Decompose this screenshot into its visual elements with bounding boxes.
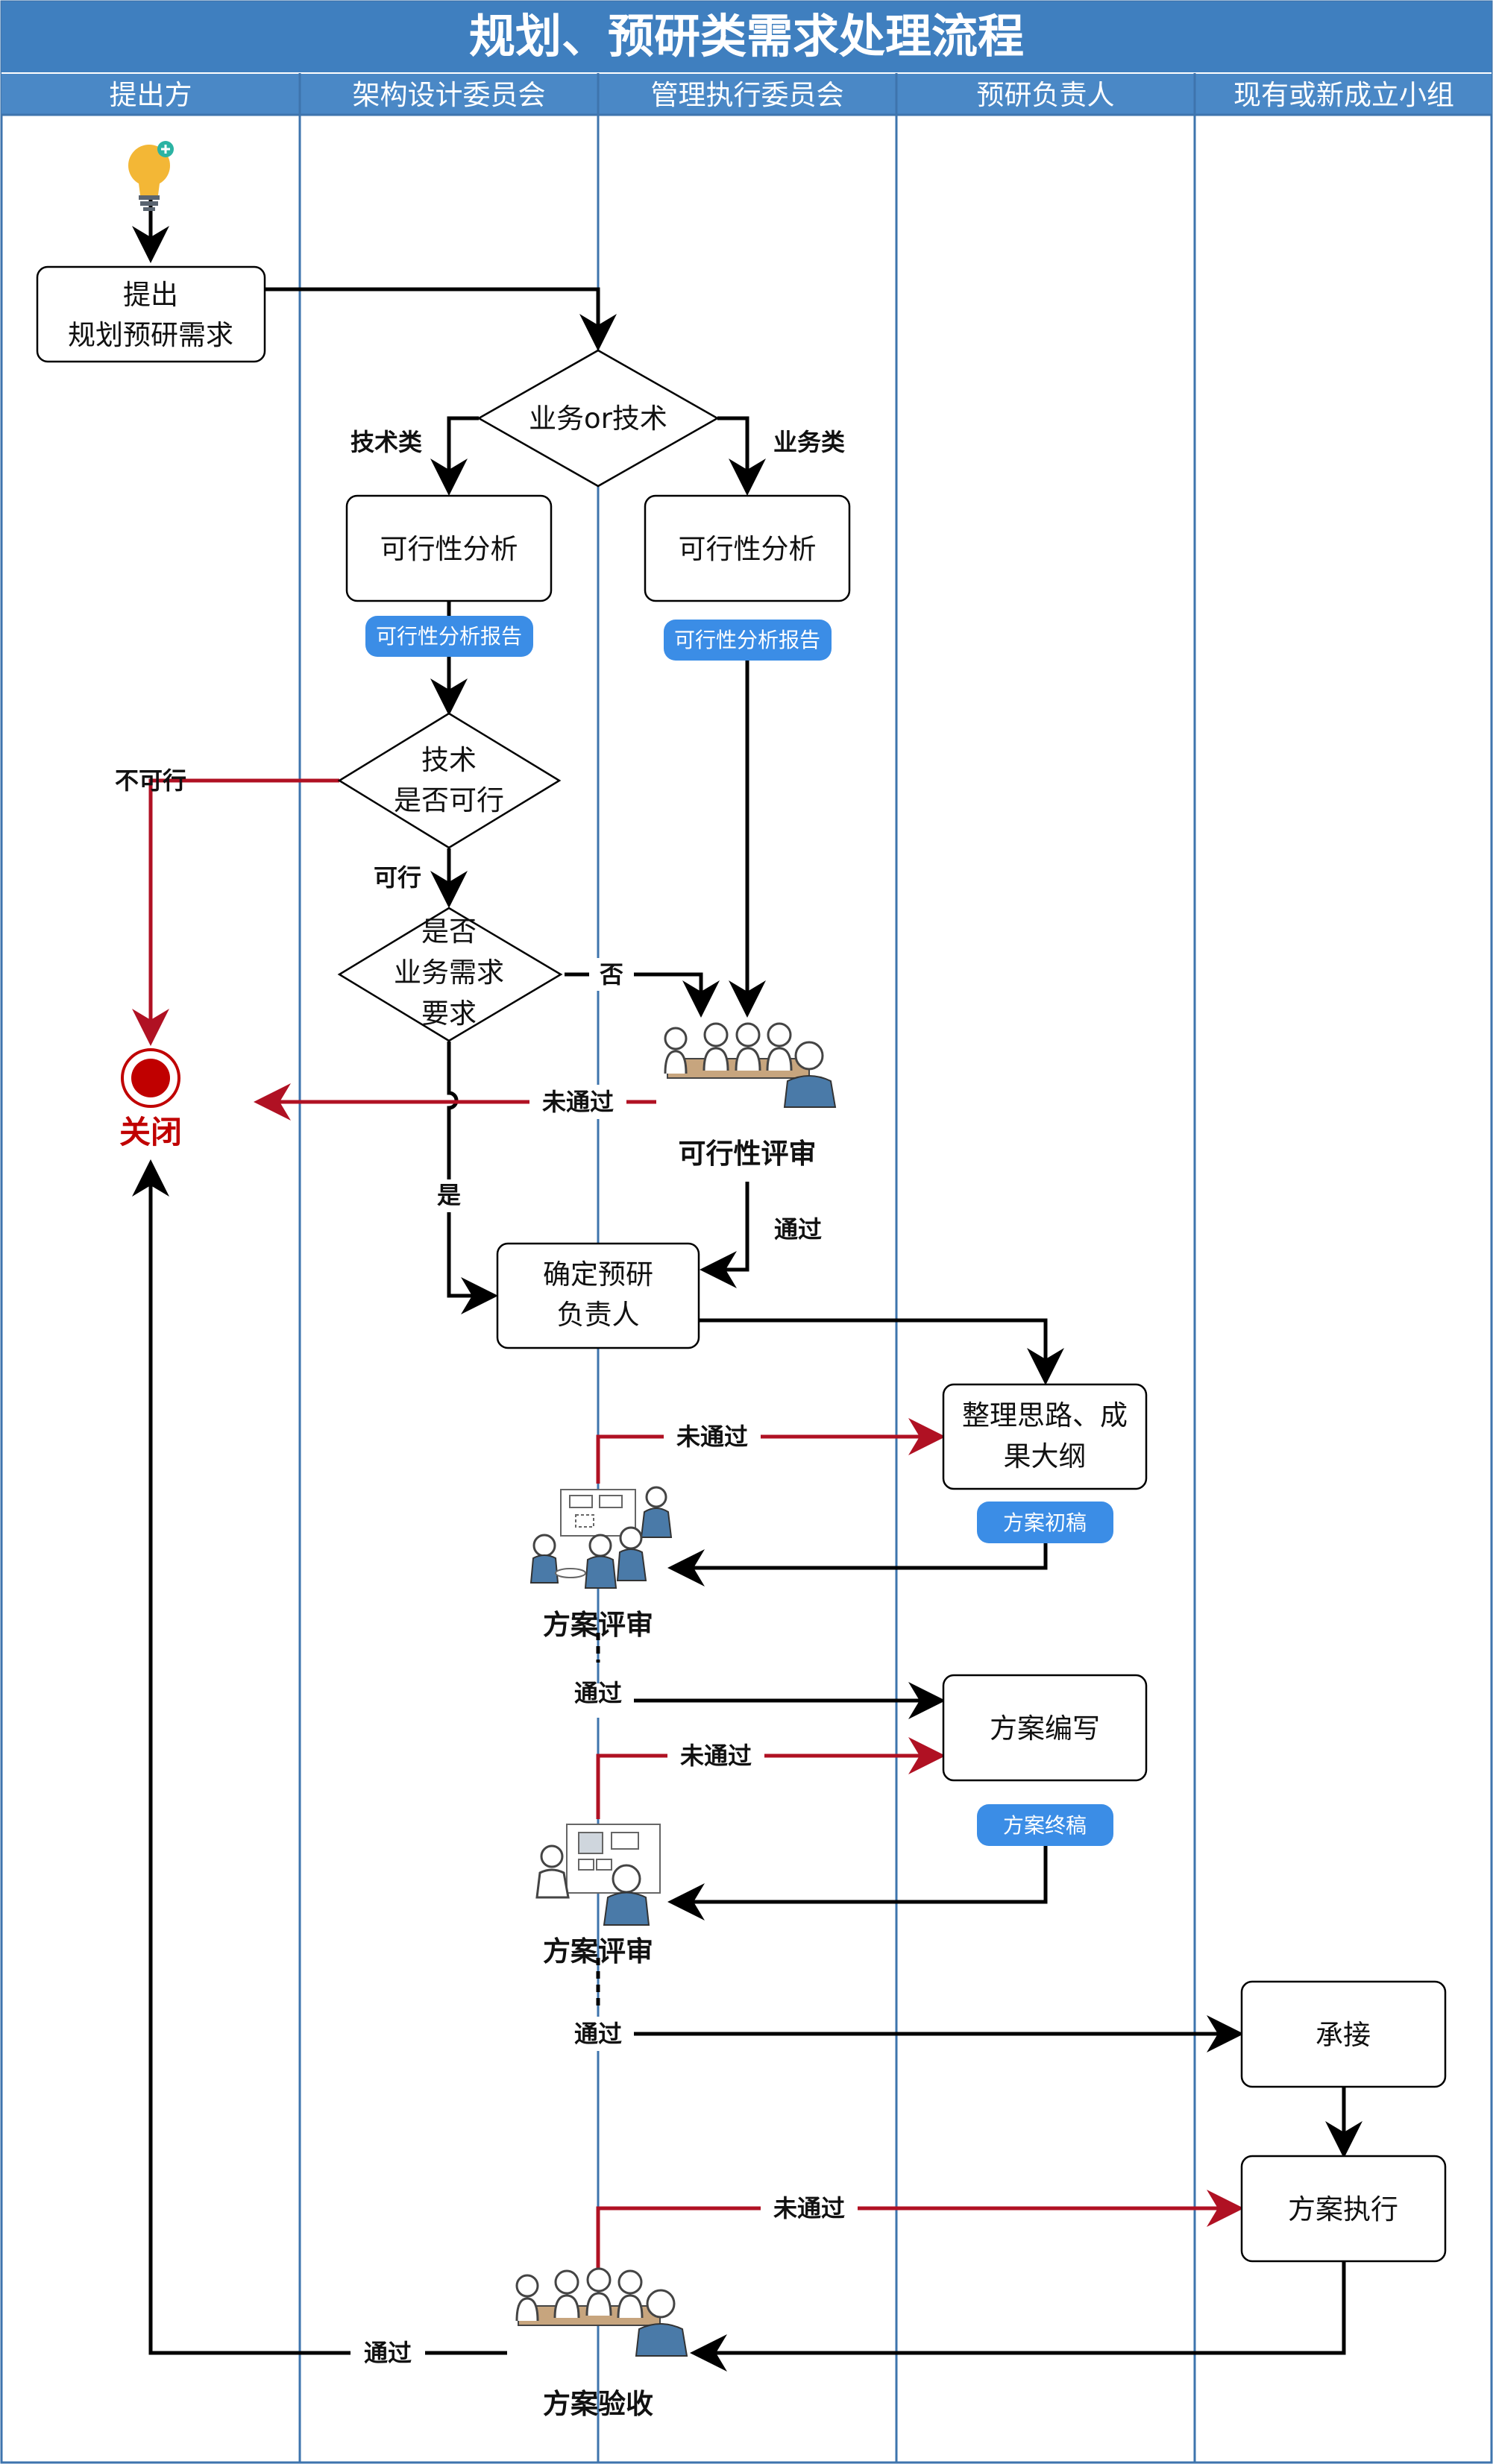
lane-header-research-lead: 预研负责人 — [977, 79, 1115, 111]
edge-draft-to-review1 — [667, 1543, 1048, 1587]
badge-report-biz: 可行性分析报告 — [664, 620, 832, 661]
node-writing-label: 方案编写 — [990, 1712, 1100, 1745]
presentation-meeting-icon — [529, 1486, 673, 1589]
decision-tech-feasible-line1: 技术 — [421, 744, 477, 776]
end-close-label: 关闭 — [119, 1114, 182, 1150]
badge-final: 方案终稿 — [977, 1804, 1113, 1846]
decision-business-required-line3: 要求 — [421, 998, 477, 1030]
lane-header-working-group: 现有或新成立小组 — [1233, 79, 1454, 111]
edge-label-no: 否 — [600, 960, 623, 989]
edge-label-infeasible: 不可行 — [115, 766, 186, 795]
edge-decision-to-tech — [430, 416, 479, 496]
edge-label-acceptance-rejected: 未通过 — [773, 2194, 845, 2222]
badge-draft: 方案初稿 — [977, 1502, 1113, 1543]
decision-business-or-tech: 业务or技术 — [477, 349, 720, 488]
edge-label-plan-review1-passed: 通过 — [574, 1679, 622, 1707]
node-execute-label: 方案执行 — [1288, 2193, 1398, 2225]
edge-label-feasible: 可行 — [374, 863, 421, 892]
node-feasibility-biz: 可行性分析 — [644, 494, 851, 602]
decision-business-required-line1: 是否 — [421, 916, 477, 948]
lane-header-architecture-committee: 架构设计委员会 — [353, 79, 546, 111]
node-execute: 方案执行 — [1240, 2155, 1447, 2263]
badge-draft-label: 方案初稿 — [1003, 1510, 1087, 1535]
edge-label-tech: 技术类 — [351, 428, 422, 456]
edge-final-to-review2 — [667, 1846, 1048, 1921]
decision-business-required: 是否 业务需求 要求 — [337, 907, 563, 1042]
title-bar — [1, 1, 1492, 73]
node-writing: 方案编写 — [942, 1674, 1148, 1782]
edge-label-yes: 是 — [437, 1181, 461, 1209]
lightbulb-icon — [128, 141, 174, 211]
node-outline-line1: 整理思路、成 — [962, 1399, 1128, 1431]
node-outline-line2: 果大纲 — [1004, 1440, 1087, 1472]
edge-decision-to-biz — [717, 416, 766, 496]
label-plan-review-2: 方案评审 — [543, 1935, 653, 1967]
node-confirm-lead-line2: 负责人 — [557, 1299, 640, 1331]
node-feasibility-tech: 可行性分析 — [345, 494, 553, 602]
badge-report-tech: 可行性分析报告 — [365, 616, 533, 657]
edge-acceptance-reject — [596, 2190, 1244, 2274]
edge-label-plan-review2-passed: 通过 — [574, 2020, 622, 2048]
edge-label-review-rejected: 未通过 — [542, 1088, 614, 1116]
meeting-icon — [515, 2267, 688, 2357]
decision-tech-feasible: 技术 是否可行 — [337, 712, 562, 849]
stop-icon — [121, 1048, 180, 1108]
decision-tech-feasible-line2: 是否可行 — [394, 784, 504, 816]
label-plan-review-1: 方案评审 — [543, 1609, 653, 1641]
diagram-title: 规划、预研类需求处理流程 — [469, 9, 1024, 63]
node-propose-line2: 规划预研需求 — [68, 319, 233, 351]
edge-label-plan-review2-rejected: 未通过 — [680, 1742, 752, 1770]
decision-business-required-line2: 业务需求 — [394, 957, 504, 989]
label-acceptance: 方案验收 — [543, 2388, 653, 2420]
edge-execute-to-acceptance — [690, 2261, 1346, 2372]
node-feasibility-tech-label: 可行性分析 — [380, 533, 518, 565]
edge-label-review-passed: 通过 — [774, 1215, 822, 1244]
decision-business-or-tech-label: 业务or技术 — [529, 403, 667, 435]
edge-propose-to-decision — [265, 287, 617, 351]
node-takeover: 承接 — [1240, 1980, 1447, 2088]
node-feasibility-biz-label: 可行性分析 — [679, 533, 817, 565]
edge-review-pass-to-confirm — [700, 1182, 749, 1288]
node-outline: 整理思路、成 果大纲 — [942, 1383, 1148, 1490]
node-confirm-lead-line1: 确定预研 — [543, 1258, 653, 1291]
badge-report-biz-label: 可行性分析报告 — [674, 628, 820, 652]
badge-report-tech-label: 可行性分析报告 — [376, 624, 522, 649]
edge-infeasible-to-close — [132, 778, 339, 1046]
node-takeover-label: 承接 — [1316, 2019, 1371, 2051]
edge-label-plan-review1-rejected: 未通过 — [676, 1422, 748, 1451]
node-propose-line1: 提出 — [123, 279, 178, 311]
lane-header-proposer: 提出方 — [110, 79, 192, 111]
node-propose: 提出 规划预研需求 — [36, 265, 266, 363]
whiteboard-meeting-icon — [535, 1824, 661, 1926]
lane-header-management-committee: 管理执行委员会 — [651, 79, 844, 111]
badge-final-label: 方案终稿 — [1003, 1813, 1087, 1838]
edge-review1-reject — [596, 1418, 946, 1484]
node-confirm-lead: 确定预研 负责人 — [496, 1242, 700, 1349]
edge-label-acceptance-passed: 通过 — [364, 2339, 412, 2367]
meeting-icon — [664, 1022, 837, 1108]
edge-confirm-to-outline — [699, 1318, 1064, 1385]
label-feasibility-review: 可行性评审 — [679, 1138, 817, 1170]
edge-label-biz: 业务类 — [773, 428, 845, 456]
lane-header-bar — [1, 73, 1492, 115]
edge-review2-reject — [596, 1737, 946, 1819]
